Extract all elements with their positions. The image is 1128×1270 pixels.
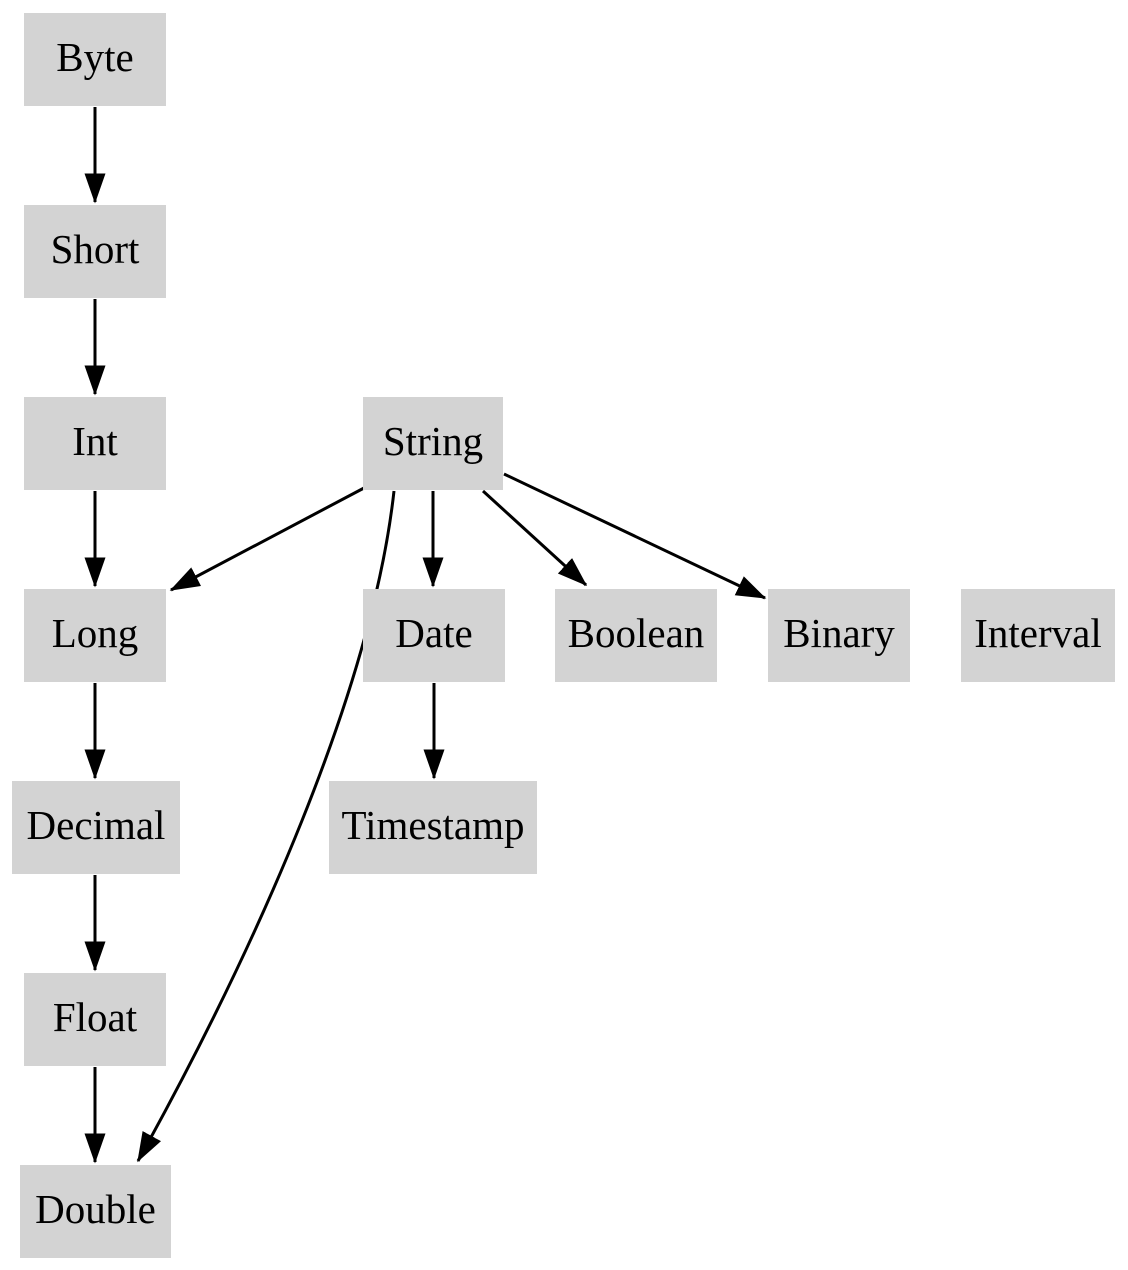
node-short: Short [24, 205, 166, 298]
node-timestamp: Timestamp [329, 781, 537, 874]
edge-string-boolean [481, 489, 588, 587]
node-interval: Interval [961, 589, 1115, 682]
node-label-float: Float [52, 994, 138, 1040]
node-label-string: String [382, 418, 484, 464]
node-label-timestamp: Timestamp [341, 802, 525, 848]
node-label-binary: Binary [783, 610, 895, 656]
node-label-boolean: Boolean [567, 610, 705, 656]
node-label-decimal: Decimal [26, 802, 166, 848]
node-decimal: Decimal [12, 781, 180, 874]
node-label-byte: Byte [56, 34, 134, 80]
node-float: Float [24, 973, 166, 1066]
node-label-date: Date [395, 610, 473, 656]
node-int: Int [24, 397, 166, 490]
edge-string-double [136, 490, 396, 1163]
node-boolean: Boolean [555, 589, 717, 682]
edge-string-binary [503, 472, 767, 600]
node-label-long: Long [51, 610, 139, 656]
node-long: Long [24, 589, 166, 682]
node-double: Double [20, 1165, 171, 1258]
node-label-int: Int [72, 418, 118, 464]
node-label-short: Short [50, 226, 140, 272]
edge-string-long [169, 486, 365, 592]
node-label-double: Double [35, 1186, 156, 1232]
node-binary: Binary [768, 589, 910, 682]
node-date: Date [363, 589, 505, 682]
node-string: String [363, 397, 503, 490]
node-label-interval: Interval [974, 610, 1102, 656]
node-byte: Byte [24, 13, 166, 106]
